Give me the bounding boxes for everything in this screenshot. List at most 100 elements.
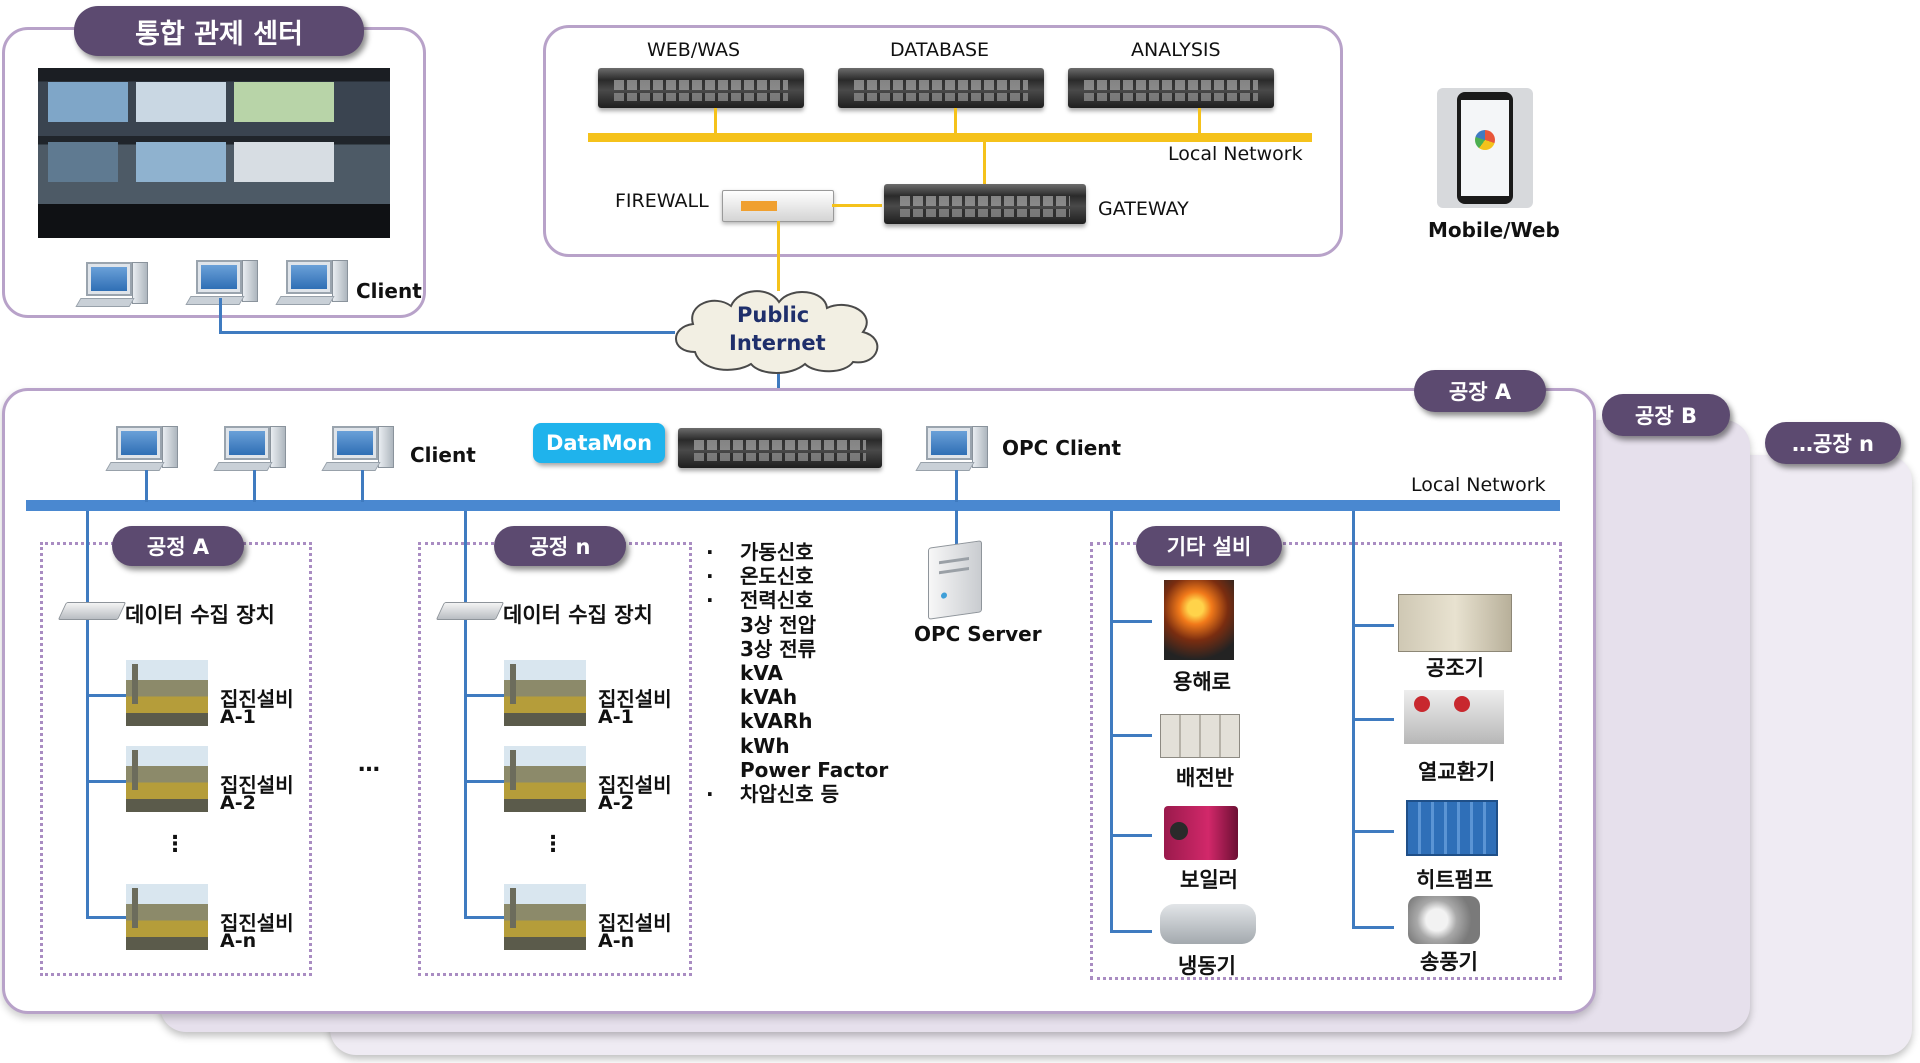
process-n-vdots: ⋮ xyxy=(542,832,564,857)
other-left-trunk xyxy=(1110,511,1113,933)
process-n-title: 공정 n xyxy=(494,526,626,566)
control-client-label: Client xyxy=(356,279,422,303)
server-label-database: DATABASE xyxy=(890,39,990,61)
factory-client-label: Client xyxy=(410,443,476,467)
other-right-branch-2 xyxy=(1352,718,1394,721)
control-client-pc-3 xyxy=(275,260,352,305)
factory-local-network-label: Local Network xyxy=(1411,474,1546,496)
other-right-branch-4 xyxy=(1352,926,1394,929)
process-a-trunk xyxy=(86,511,89,918)
signal-bullet: · xyxy=(706,540,714,564)
server-label-webwas: WEB/WAS xyxy=(647,39,741,61)
process-a-item-1-id: A-1 xyxy=(220,706,256,728)
heat-exchanger-photo xyxy=(1404,690,1504,744)
process-a-item-2-id: A-2 xyxy=(220,792,256,814)
other-equipment-title: 기타 설비 xyxy=(1136,526,1282,566)
other-left-branch-1 xyxy=(1110,620,1152,623)
factory-client-pc-2 xyxy=(213,426,290,471)
client3-drop xyxy=(361,470,364,502)
server-label-analysis: ANALYSIS xyxy=(1131,39,1221,61)
signal-bullet: · xyxy=(706,564,714,589)
process-a-item-2-name: 집진설비 xyxy=(220,773,294,797)
process-n-branch-3 xyxy=(464,916,504,919)
process-n-branch-2 xyxy=(464,780,504,783)
signal-item: ·차압신호 등 xyxy=(706,782,839,807)
process-n-item-1-id: A-1 xyxy=(598,706,634,728)
process-n-item-3-name: 집진설비 xyxy=(598,911,672,935)
datamon-badge: DataMon xyxy=(533,423,665,463)
firewall-gateway-link xyxy=(832,204,882,207)
furnace-photo xyxy=(1164,580,1234,660)
other-right-label-2: 열교환기 xyxy=(1418,760,1496,784)
mobile-label: Mobile/Web xyxy=(1428,218,1560,242)
client1-drop xyxy=(145,470,148,502)
process-n-item-1-name: 집진설비 xyxy=(598,687,672,711)
process-n-item-3-id: A-n xyxy=(598,930,635,952)
process-n-device-label: 데이터 수집 장치 xyxy=(503,603,653,627)
control-client-pc-2 xyxy=(185,260,262,305)
gateway-label: GATEWAY xyxy=(1098,198,1189,220)
process-n-item-2-photo xyxy=(504,746,586,812)
control-room-photo xyxy=(38,68,390,238)
control-center-title: 통합 관제 센터 xyxy=(74,6,364,56)
between-processes-ellipsis: … xyxy=(358,752,380,777)
server-local-network-label: Local Network xyxy=(1168,143,1303,165)
factory-n-tab[interactable]: …공장 n xyxy=(1765,422,1901,464)
process-a-item-1-name: 집진설비 xyxy=(220,687,294,711)
internet-label-line2: Internet xyxy=(729,331,826,355)
gateway-server xyxy=(884,184,1086,224)
process-a-item-3-photo xyxy=(126,884,208,950)
other-left-branch-3 xyxy=(1110,834,1152,837)
signal-item: kVARh xyxy=(740,709,813,734)
datamon-server xyxy=(678,428,882,468)
factory-a-frame xyxy=(2,388,1596,1014)
chiller-photo xyxy=(1160,904,1256,944)
control-center-internet-link xyxy=(219,331,675,334)
signal-item: ·가동신호 xyxy=(706,540,814,564)
signal-list: ·가동신호 ·온도신호 ·전력신호 3상 전압 3상 전류 kVA kVAh k… xyxy=(706,540,888,806)
server-drop-1 xyxy=(714,108,717,134)
switchboard-photo xyxy=(1160,714,1240,758)
database-server xyxy=(838,68,1044,108)
other-left-label-2: 배전반 xyxy=(1176,766,1234,790)
process-a-branch-1 xyxy=(86,694,126,697)
other-left-label-4: 냉동기 xyxy=(1178,954,1236,978)
opc-client-drop xyxy=(955,470,958,502)
signal-item: ·전력신호 xyxy=(706,588,814,613)
analysis-server xyxy=(1068,68,1274,108)
signal-item: kVA xyxy=(740,661,783,686)
process-a-item-3-name: 집진설비 xyxy=(220,911,294,935)
factory-a-tab[interactable]: 공장 A xyxy=(1414,370,1546,412)
firewall-device xyxy=(722,190,834,222)
other-left-branch-2 xyxy=(1110,734,1152,737)
opc-server-link xyxy=(955,510,958,544)
other-equipment-box xyxy=(1090,542,1562,980)
control-client-pc-1 xyxy=(75,262,152,307)
firewall-internet-link xyxy=(777,221,780,291)
internet-cloud-icon xyxy=(675,290,879,374)
client2-drop xyxy=(253,470,256,502)
signal-item: kVAh xyxy=(740,685,798,710)
process-n-item-3-photo xyxy=(504,884,586,950)
blower-photo xyxy=(1408,896,1480,944)
signal-item: 3상 전압 xyxy=(740,612,817,637)
signal-item: ·온도신호 xyxy=(706,564,814,589)
process-a-title: 공정 A xyxy=(112,526,244,566)
air-handler-photo xyxy=(1398,594,1512,652)
boiler-photo xyxy=(1164,806,1238,860)
process-n-item-2-id: A-2 xyxy=(598,792,634,814)
signal-item: kWh xyxy=(740,733,790,758)
process-n-item-1-photo xyxy=(504,660,586,726)
other-right-branch-1 xyxy=(1352,624,1394,627)
opc-client-label: OPC Client xyxy=(1002,436,1122,460)
webwas-server xyxy=(598,68,804,108)
firewall-label: FIREWALL xyxy=(615,190,709,212)
signal-bullet: · xyxy=(706,782,714,807)
process-n-item-2-name: 집진설비 xyxy=(598,773,672,797)
other-left-branch-4 xyxy=(1110,930,1152,933)
opc-server-label: OPC Server xyxy=(914,622,1042,646)
factory-b-tab[interactable]: 공장 B xyxy=(1602,394,1730,436)
factory-local-network-bus xyxy=(26,500,1560,511)
process-a-item-2-photo xyxy=(126,746,208,812)
mobile-phone xyxy=(1437,88,1533,208)
